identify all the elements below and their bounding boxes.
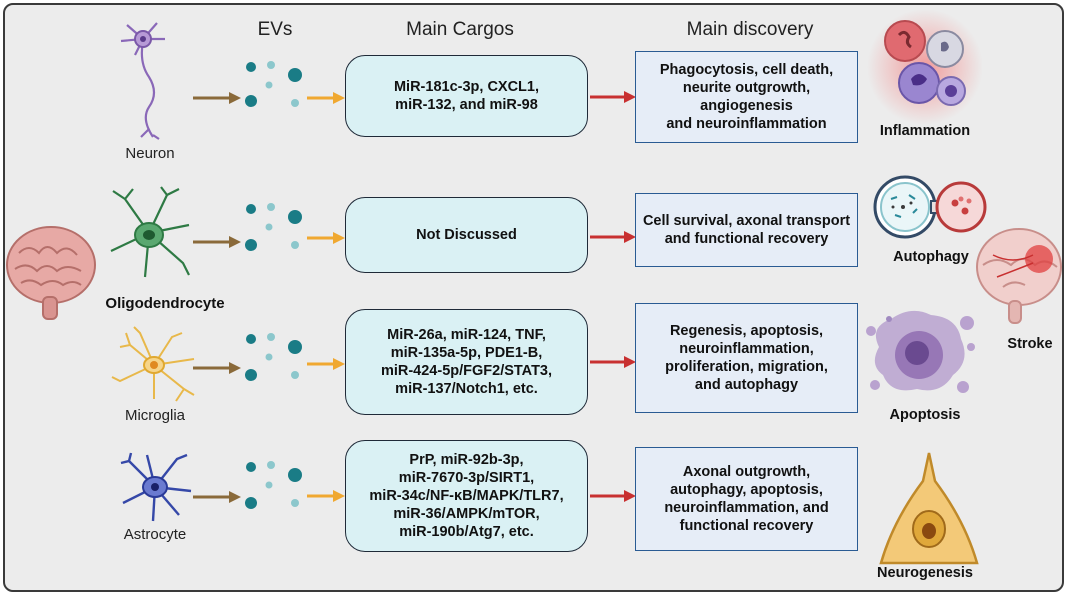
ev-cluster-neuron [245, 61, 302, 107]
cargo-box-astrocyte: PrP, miR-92b-3p, miR-7670-3p/SIRT1, miR-… [345, 440, 588, 552]
cargo-box-microglia: MiR-26a, miR-124, TNF, miR-135a-5p, PDE1… [345, 309, 588, 415]
discovery-text-oligodendrocyte: Cell survival, axonal transport and func… [642, 213, 851, 247]
astrocyte-icon [120, 452, 192, 522]
discovery-box-neuron: Phagocytosis, cell death, neurite outgro… [635, 51, 858, 143]
ev-cluster-microglia [245, 333, 302, 381]
arrow-astrocyte-to-evs [193, 491, 241, 503]
discovery-box-microglia: Regenesis, apoptosis, neuroinflammation,… [635, 303, 858, 413]
discovery-text-astrocyte: Axonal outgrowth, autophagy, apoptosis, … [664, 464, 829, 534]
header-evs: EVs [257, 19, 293, 40]
arrow-evs-to-cargo-4 [307, 490, 345, 502]
arrow-evs-to-cargo-2 [307, 232, 345, 244]
stroke-label: Stroke [1007, 336, 1053, 352]
discovery-box-oligodendrocyte: Cell survival, axonal transport and func… [635, 193, 858, 267]
arrow-cargo-to-discovery-3 [590, 356, 636, 368]
cargo-text-oligodendrocyte: Not Discussed [416, 227, 517, 243]
cargo-box-neuron: MiR-181c-3p, CXCL1, miR-132, and miR-98 [345, 55, 588, 137]
label-neuron: Neuron [125, 145, 175, 162]
discovery-text-microglia: Regenesis, apoptosis, neuroinflammation,… [665, 323, 828, 393]
ev-cluster-oligodendrocyte [245, 203, 302, 251]
ev-cluster-astrocyte [245, 461, 302, 509]
outcome-label-apoptosis: Apoptosis [889, 407, 961, 423]
microglia-icon [111, 326, 195, 402]
arrow-cargo-to-discovery-2 [590, 231, 636, 243]
label-microglia: Microglia [124, 407, 185, 424]
label-astrocyte: Astrocyte [123, 526, 187, 543]
figure-frame: EVs Main Cargos Main discovery Neuron Ol… [3, 3, 1064, 592]
arrow-cargo-to-discovery-4 [590, 490, 636, 502]
arrow-microglia-to-evs [193, 362, 241, 374]
cargo-box-oligodendrocyte: Not Discussed [345, 197, 588, 273]
autophagy-icon [873, 175, 987, 239]
oligodendrocyte-icon [110, 186, 190, 278]
arrow-evs-to-cargo-3 [307, 358, 345, 370]
arrow-oligo-to-evs [193, 236, 241, 248]
discovery-box-astrocyte: Axonal outgrowth, autophagy, apoptosis, … [635, 447, 858, 551]
header-main-discovery: Main discovery [686, 19, 814, 40]
discovery-text-neuron: Phagocytosis, cell death, neurite outgro… [659, 62, 834, 132]
cargo-text-neuron: MiR-181c-3p, CXCL1, miR-132, and miR-98 [393, 79, 540, 113]
brain-icon [6, 226, 96, 320]
neurogenesis-cell-icon [879, 452, 979, 565]
cargo-text-microglia: MiR-26a, miR-124, TNF, miR-135a-5p, PDE1… [380, 327, 553, 397]
stroke-brain-icon [976, 228, 1062, 324]
neuron-icon [120, 22, 165, 140]
inflammation-icon [867, 9, 983, 125]
cargo-text-astrocyte: PrP, miR-92b-3p, miR-7670-3p/SIRT1, miR-… [369, 452, 564, 540]
outcome-label-inflammation: Inflammation [879, 123, 971, 139]
arrow-cargo-to-discovery-1 [590, 91, 636, 103]
arrow-evs-to-cargo-1 [307, 92, 345, 104]
outcome-label-autophagy: Autophagy [893, 249, 969, 265]
apoptosis-icon [866, 310, 975, 393]
arrow-neuron-to-evs [193, 92, 241, 104]
header-main-cargos: Main Cargos [406, 19, 514, 40]
label-oligodendrocyte: Oligodendrocyte [105, 295, 225, 312]
outcome-label-neurogenesis: Neurogenesis [877, 565, 973, 581]
